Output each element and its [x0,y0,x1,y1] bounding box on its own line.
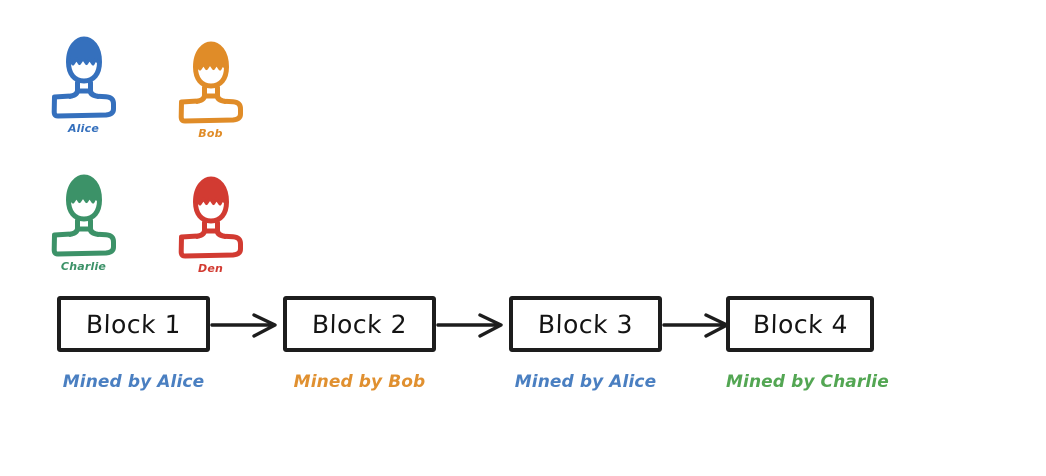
block-box[interactable]: Block 3 [509,296,662,352]
block-box[interactable]: Block 1 [57,296,210,352]
avatar-bob: Bob [163,35,258,139]
block-box[interactable]: Block 4 [726,296,874,352]
block-caption: Mined by Bob [293,372,426,392]
arrow-right-icon [210,313,277,338]
person-avatar-icon [51,174,116,257]
person-avatar-icon [51,36,116,119]
avatar-name-label: Den [197,262,224,275]
block-caption: Mined by Alice [62,372,205,392]
block-caption: Mined by Alice [514,372,657,392]
avatar-alice: Alice [36,30,131,134]
block-label: Block 2 [311,309,408,339]
block-label: Block 3 [537,309,634,339]
avatar-den: Den [163,170,258,274]
avatar-name-label: Charlie [60,260,107,273]
avatar-name-label: Bob [198,127,223,140]
block-node-1[interactable]: Block 1 Mined by Alice [57,296,210,392]
person-avatar-icon [178,176,243,259]
person-avatar-icon [178,41,243,124]
block-node-2[interactable]: Block 2 Mined by Bob [283,296,436,392]
block-caption: Mined by Charlie [726,372,889,392]
block-node-4[interactable]: Block 4 Mined by Charlie [726,296,889,392]
avatar-charlie: Charlie [36,168,131,272]
arrow-right-icon [436,313,503,338]
block-box[interactable]: Block 2 [283,296,436,352]
arrow-right-icon [662,313,729,338]
block-label: Block 4 [752,309,848,339]
block-node-3[interactable]: Block 3 Mined by Alice [509,296,662,392]
avatar-name-label: Alice [67,122,100,135]
block-label: Block 1 [85,309,182,339]
blockchain-row: Block 1 Mined by Alice Block 2 Mined by … [0,296,1046,436]
